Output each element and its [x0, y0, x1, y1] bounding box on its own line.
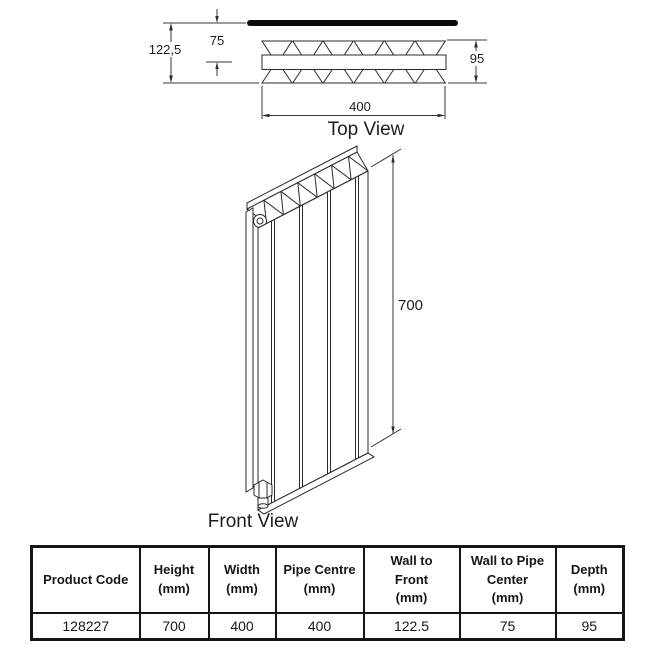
col-header-wall-to-front: Wall to Front (mm)	[362, 545, 461, 614]
header-line: (mm)	[395, 590, 428, 606]
technical-drawing: 122,5 75 95	[146, 9, 488, 532]
spec-table: Product Code Height (mm) Width (mm) Pipe…	[30, 545, 625, 641]
header-line: (mm)	[573, 581, 606, 596]
front-view-caption: Front View	[208, 511, 299, 532]
col-header-depth: Depth (mm)	[554, 545, 625, 614]
header-line: (mm)	[226, 581, 258, 596]
back-panel-edge	[245, 207, 254, 493]
header-line: Wall to Pipe	[470, 552, 545, 568]
cell-wall-to-front: 122.5	[362, 612, 461, 641]
valve-fitting	[253, 479, 273, 509]
spec-table-header-row: Product Code Height (mm) Width (mm) Pipe…	[30, 545, 625, 614]
col-header-wall-to-pipe-center: Wall to Pipe Center (mm)	[458, 545, 557, 614]
dim-height-label: 700	[398, 297, 423, 314]
header-line: Width	[224, 562, 260, 578]
top-view: 122,5 75 95	[146, 9, 488, 140]
fin-zigzag	[246, 155, 369, 225]
header-line: Pipe Centre	[283, 562, 356, 578]
cell-pipe-centre: 400	[274, 612, 365, 641]
dim-width-label: 400	[349, 99, 371, 114]
header-line: (mm)	[303, 581, 336, 596]
wall-bar	[247, 20, 458, 26]
col-header-product-code: Product Code	[30, 545, 141, 614]
header-line: Wall to	[390, 552, 433, 568]
cell-wall-to-pipe-center: 75	[458, 612, 557, 641]
col-header-height: Height (mm)	[138, 545, 210, 614]
front-view: 700 Front View	[208, 145, 430, 532]
dim-depth-label: 95	[470, 51, 484, 66]
bottom-band	[257, 452, 375, 515]
header-line: Front	[394, 571, 429, 587]
header-line: Center	[486, 571, 529, 587]
header-line: Product Code	[43, 571, 129, 587]
header-line: (mm)	[158, 581, 190, 596]
col-header-width: Width (mm)	[207, 545, 277, 614]
dimension-wall-to-pipe-center: 75	[206, 9, 232, 76]
header-line: Height	[153, 562, 195, 578]
spec-table-data-row: 128227 700 400 400 122.5 75 95	[30, 612, 625, 641]
header-line: Depth	[570, 562, 608, 578]
top-view-caption: Top View	[328, 119, 405, 140]
dimension-wall-to-front: 122,5	[146, 22, 259, 84]
radiator-cross-section	[261, 40, 447, 84]
cell-depth: 95	[554, 612, 625, 641]
radiator-isometric	[245, 145, 375, 515]
header-line: (mm)	[491, 590, 524, 606]
panel-grooves	[271, 175, 359, 503]
dim-wall-to-pipe-label: 75	[210, 33, 224, 48]
dimension-depth: 95	[447, 39, 488, 84]
cell-width: 400	[207, 612, 277, 641]
dimension-height: 700	[370, 148, 430, 448]
cell-product-code: 128227	[30, 612, 141, 641]
dimension-width: 400	[261, 86, 446, 119]
col-header-pipe-centre: Pipe Centre (mm)	[274, 545, 365, 614]
dim-wall-to-front-label: 122,5	[149, 42, 182, 57]
cell-height: 700	[138, 612, 210, 641]
back-rail	[246, 145, 358, 210]
